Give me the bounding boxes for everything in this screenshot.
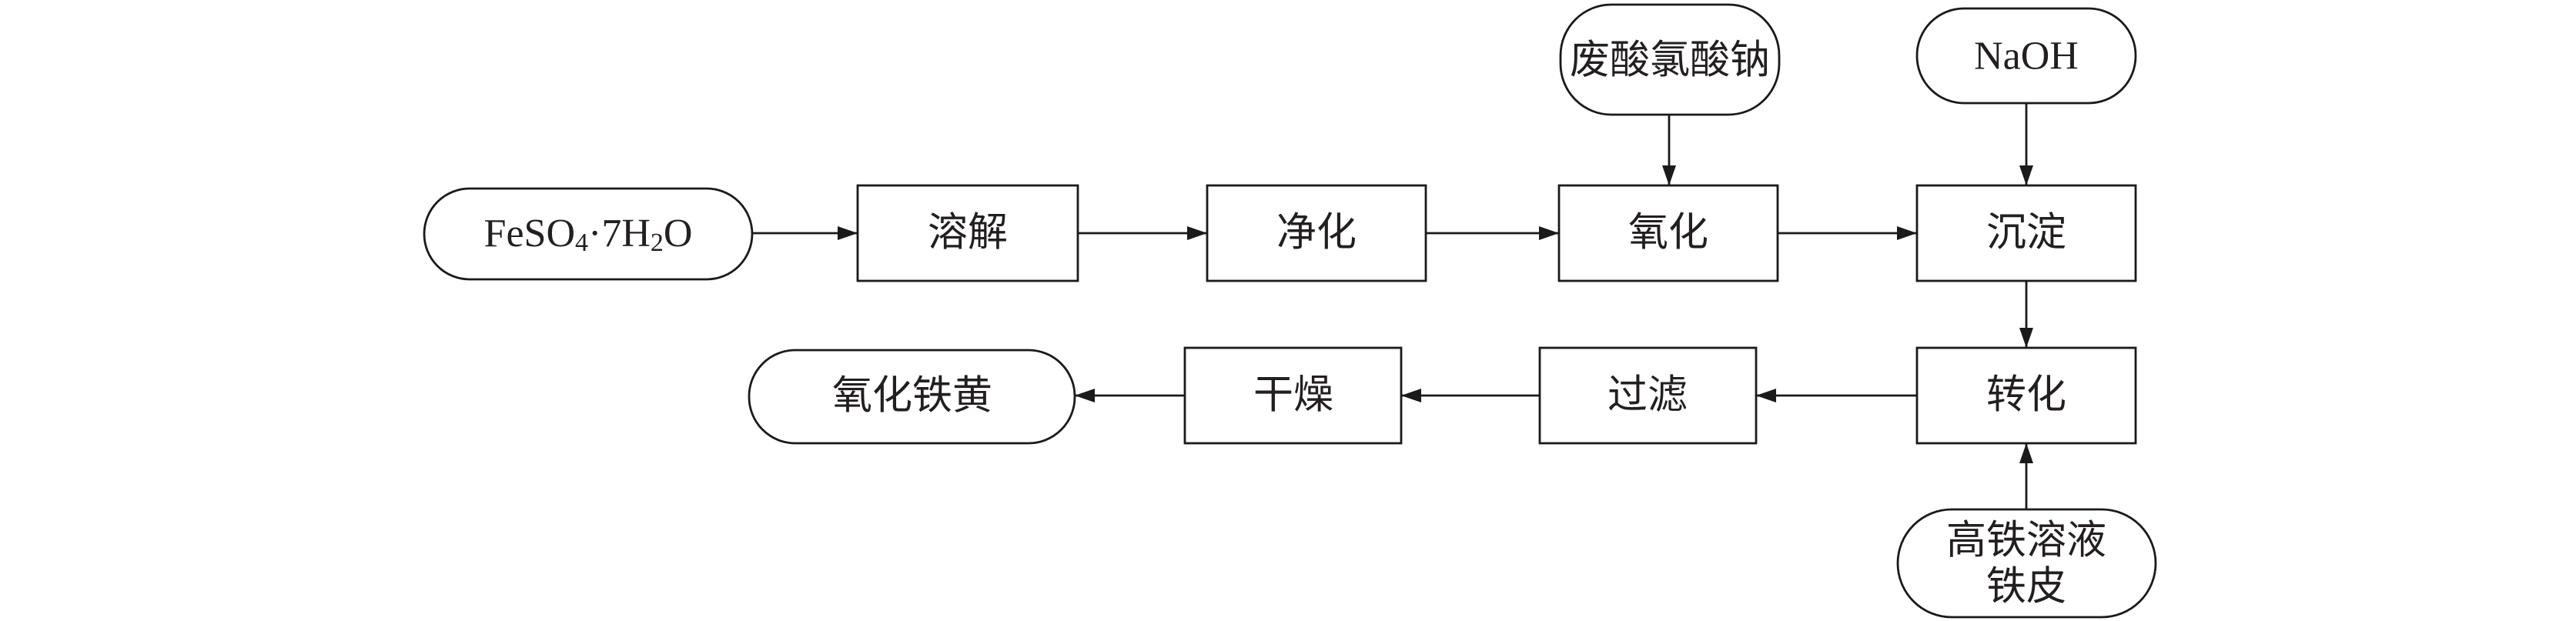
node-feso4-label: FeSO4·7H2O <box>484 212 693 257</box>
node-dissolve-label: 溶解 <box>928 212 1008 255</box>
node-product-label: 氧化铁黄 <box>832 375 992 419</box>
node-iron-input-line-1: 高铁溶液 <box>1946 519 2106 563</box>
node-convert-label: 转化 <box>1986 374 2066 418</box>
node-filter-shape <box>1538 346 1758 445</box>
node-feso4: FeSO4·7H2O <box>423 187 754 281</box>
node-dissolve-shape <box>856 184 1079 282</box>
node-oxidize-label: 氧化 <box>1628 212 1708 255</box>
node-iron-input-line-2: 铁皮 <box>1986 566 2066 609</box>
node-filter: 过滤 <box>1538 346 1758 445</box>
node-dry-label: 干燥 <box>1253 374 1333 418</box>
node-naoh-label: NaOH <box>1974 35 2079 78</box>
node-iron-input: 高铁溶液 铁皮 <box>1896 508 2157 619</box>
formula-subscript-4: 4 <box>575 229 588 257</box>
node-convert-shape <box>1915 346 2137 445</box>
formula-part-o: O <box>664 212 693 255</box>
node-waste-acid: 废酸氯酸钠 <box>1559 3 1781 116</box>
node-dry: 干燥 <box>1183 346 1403 445</box>
node-precipitate-shape <box>1915 184 2137 282</box>
node-purify-label: 净化 <box>1276 212 1357 255</box>
node-convert: 转化 <box>1915 346 2137 445</box>
node-purify: 净化 <box>1206 184 1427 282</box>
formula-subscript-2: 2 <box>651 229 664 257</box>
node-precipitate-label: 沉淀 <box>1986 212 2066 255</box>
node-precipitate: 沉淀 <box>1915 184 2137 282</box>
formula-part-7h: ·7H <box>588 212 651 255</box>
node-naoh: NaOH <box>1915 7 2137 105</box>
node-waste-acid-label: 废酸氯酸钠 <box>1570 39 1770 83</box>
formula-part-feso: FeSO <box>484 212 575 255</box>
node-product: 氧化铁黄 <box>748 349 1076 445</box>
node-filter-label: 过滤 <box>1607 374 1688 418</box>
node-dissolve: 溶解 <box>856 184 1079 282</box>
node-oxidize-shape <box>1557 184 1779 282</box>
node-oxidize: 氧化 <box>1557 184 1779 282</box>
